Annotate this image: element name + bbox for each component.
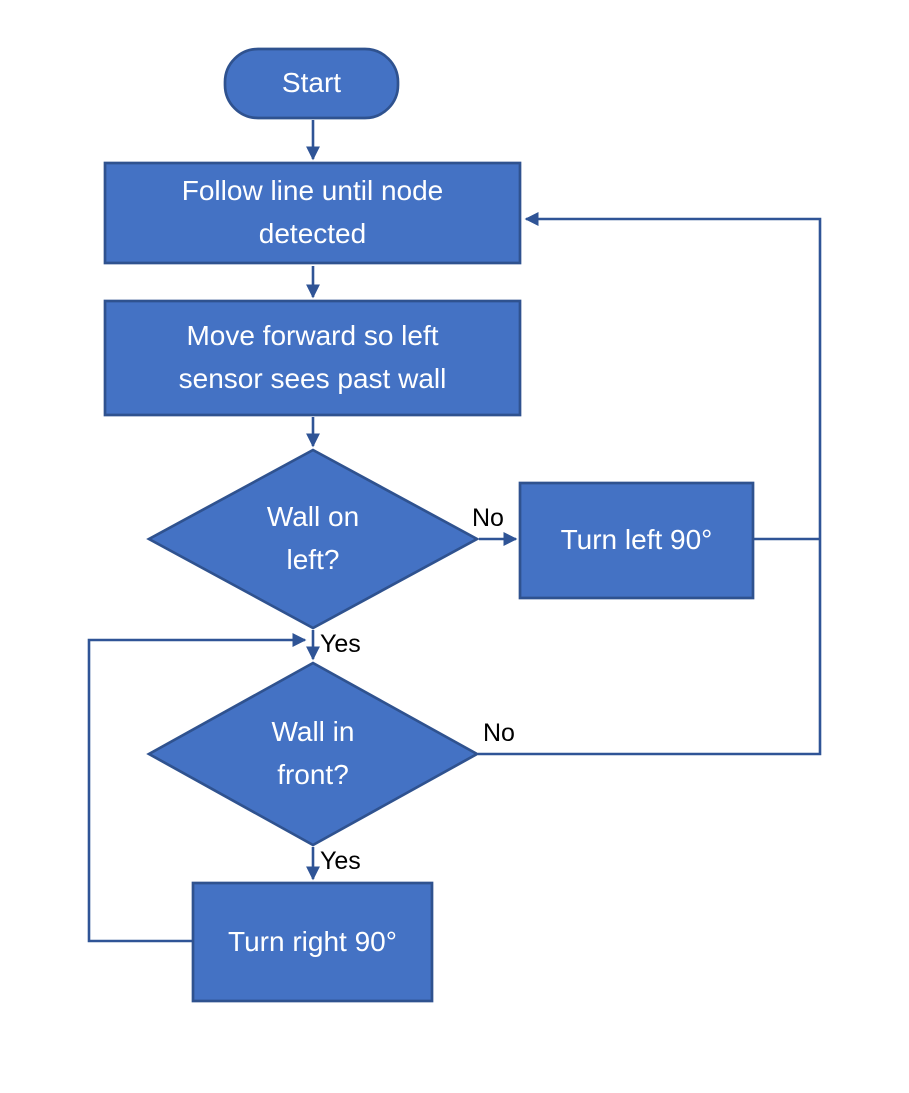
wall-in-front-decision-shape (146, 661, 480, 847)
connector-no-return-to-follow (478, 211, 822, 756)
turn-right-node-shape (191, 881, 434, 1003)
move-forward-node-shape (103, 299, 522, 417)
follow-line-node-shape (103, 161, 522, 265)
start-node-shape (223, 47, 400, 120)
turn-left-node-shape (518, 481, 755, 600)
wall-on-left-decision-shape (146, 448, 480, 630)
connector-turn-right-loop-back (87, 632, 307, 943)
